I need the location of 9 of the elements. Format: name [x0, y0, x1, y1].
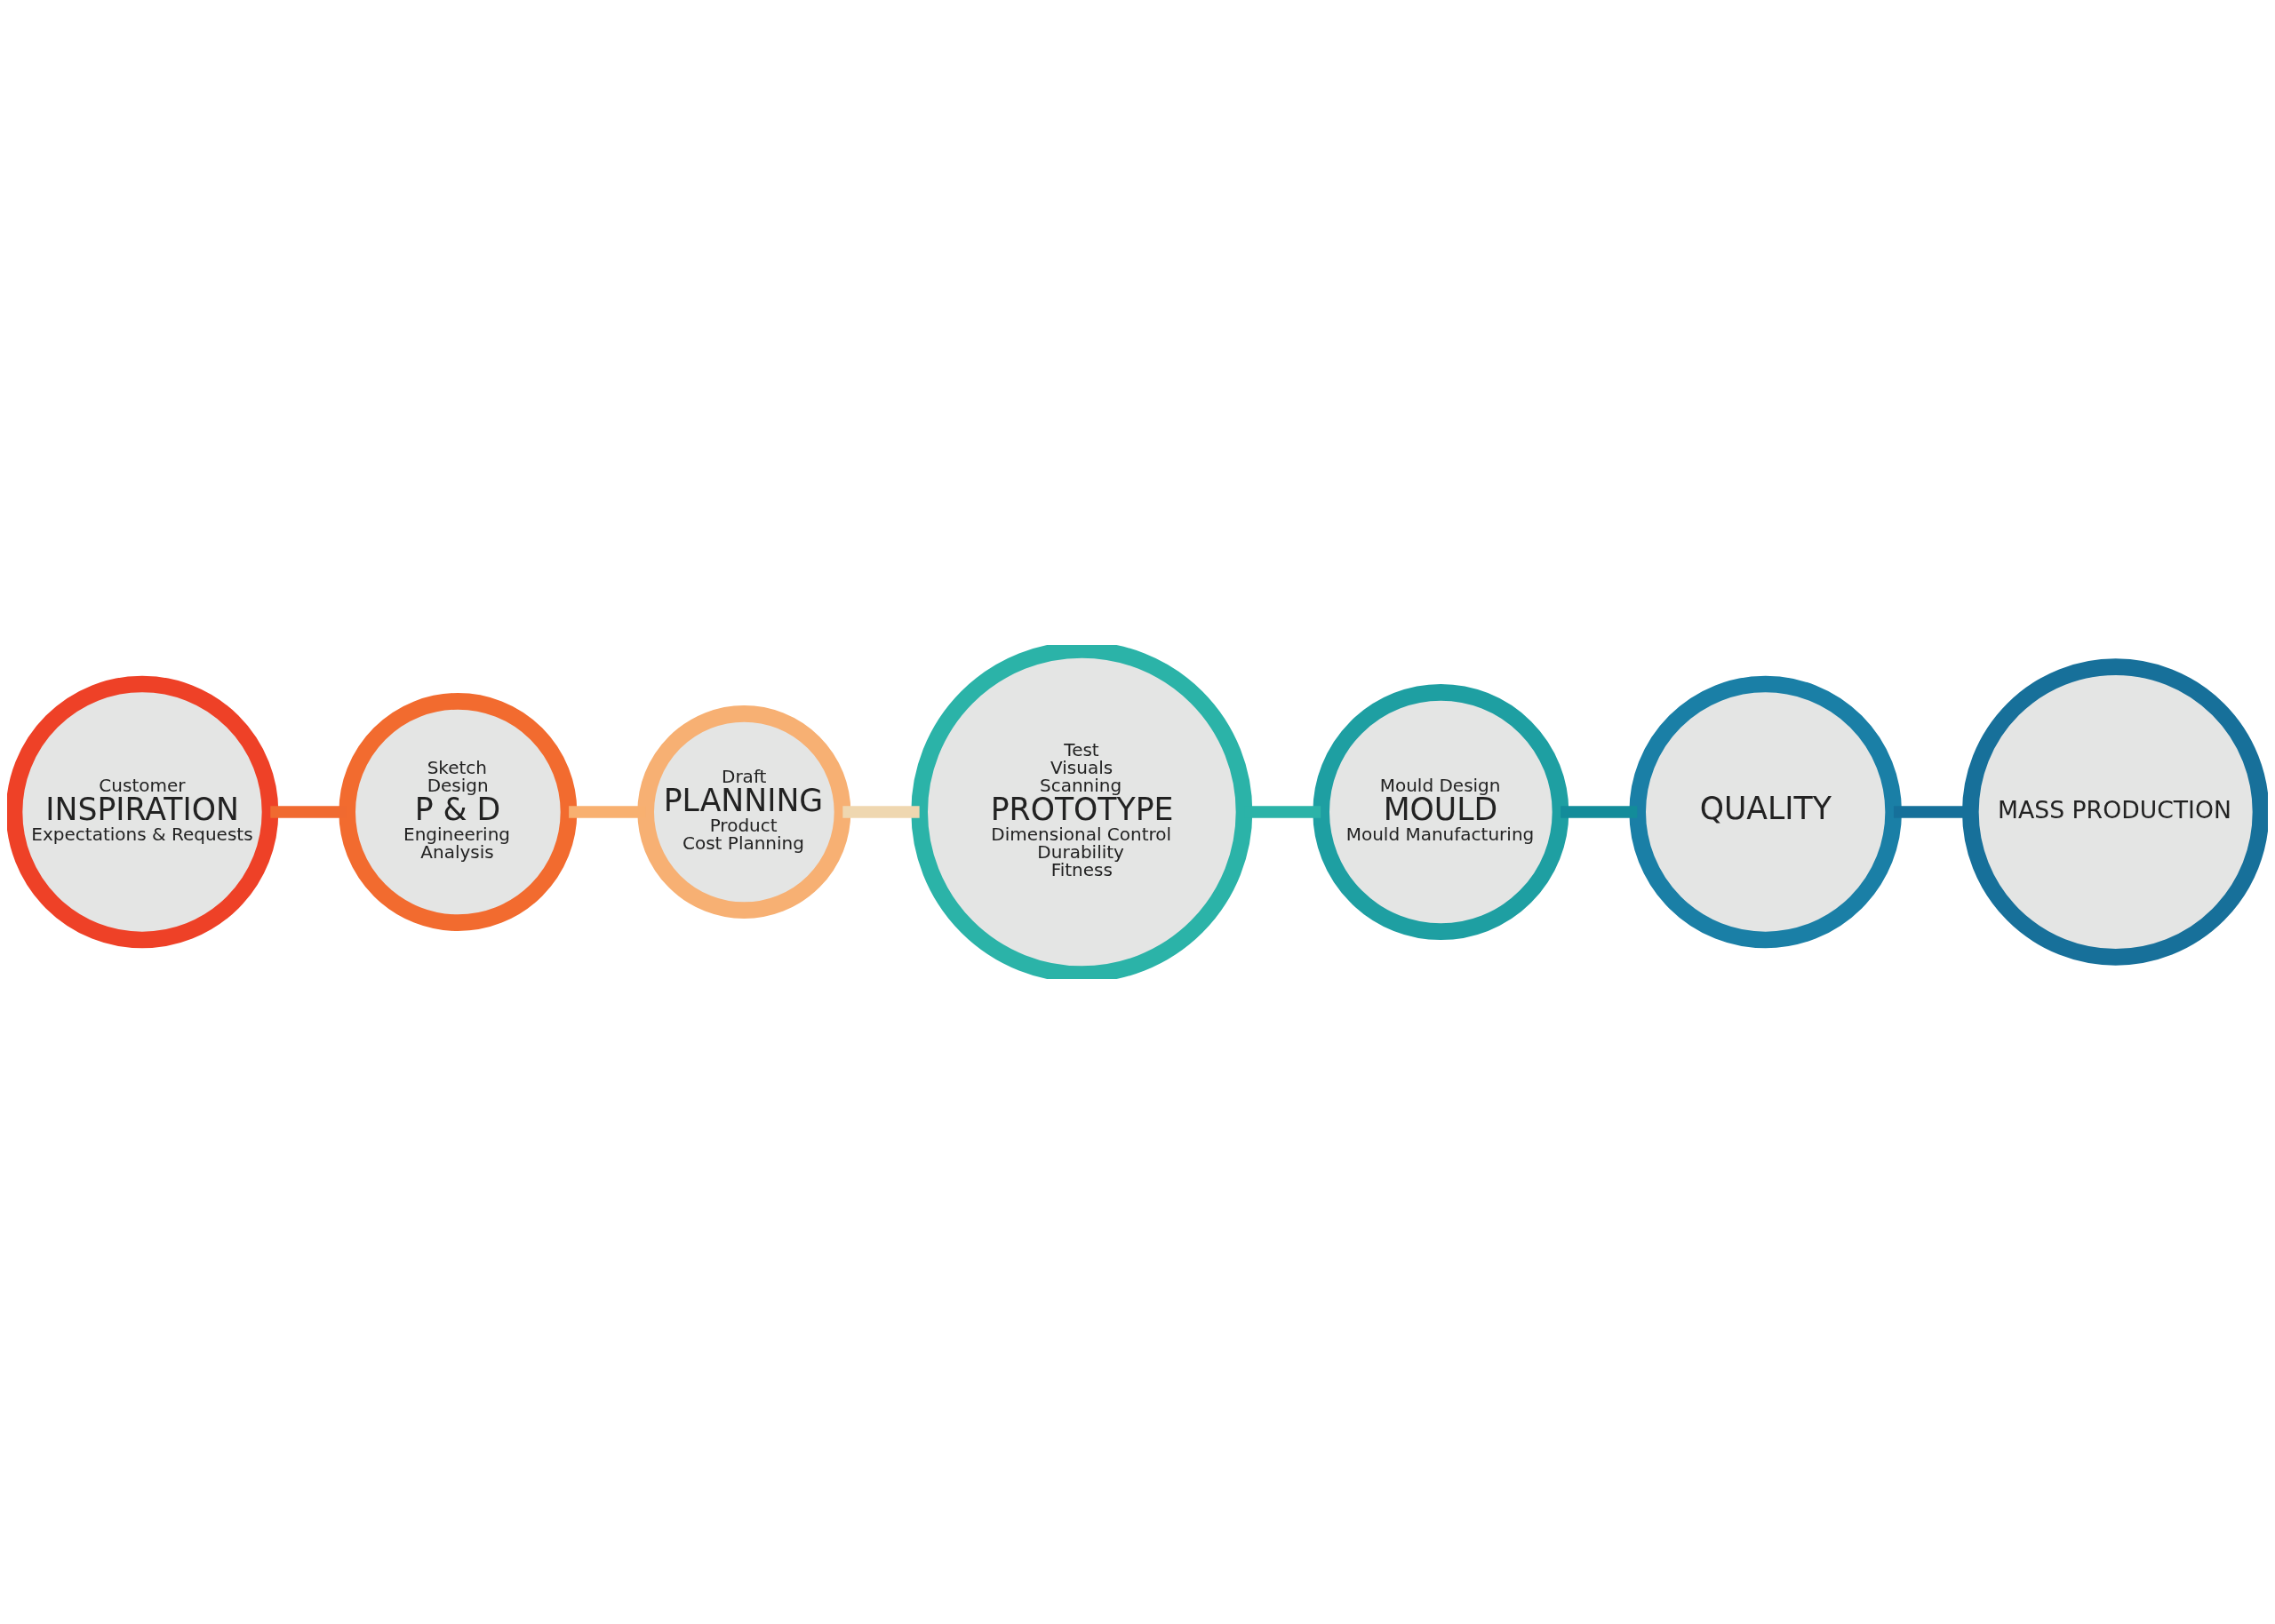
node-circle: QUALITY — [1629, 675, 1902, 949]
node-circle: Test Visuals Scanning PROTOTYPE Dimensional Control Durability Fitness — [911, 645, 1253, 979]
node-circle: Customer INSPIRATION Expectations & Requests — [7, 675, 279, 949]
node-circle: Mould Design MOULD Mould Manufacturing — [1313, 684, 1569, 940]
node-circle: MASS PRODUCTION — [1962, 658, 2268, 966]
connector — [1561, 806, 1638, 818]
connector — [842, 806, 920, 818]
node-circle: Sketch Design P & D Engineering Analysis — [339, 693, 578, 931]
node-circle: Draft PLANNING Product Cost Planning — [637, 705, 851, 919]
